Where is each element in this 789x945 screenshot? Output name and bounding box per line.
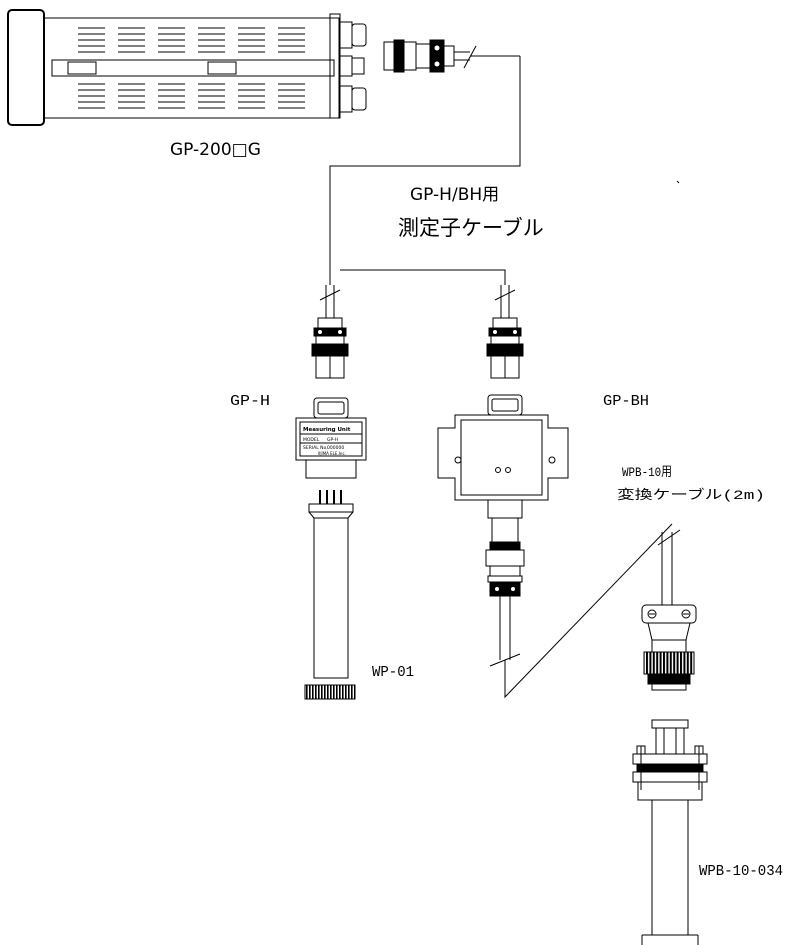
nameplate-row1-val: GP-H	[327, 437, 338, 443]
cable-break-mark-top	[463, 45, 477, 69]
controller-unit	[7, 9, 367, 126]
controller-vents-bottom	[78, 83, 305, 109]
gp-bh-output-connector	[485, 541, 525, 667]
rear-connector-mid	[351, 57, 365, 75]
cable-break-mark-h	[319, 289, 341, 301]
adapter-cable	[504, 523, 673, 699]
controller-rail	[51, 59, 335, 77]
main-cable	[329, 56, 521, 285]
cable-name-line1: GP-H/BH用	[410, 185, 499, 205]
controller-body	[43, 17, 340, 119]
rail-slot-right	[207, 61, 237, 75]
probe-wpb-10-034	[632, 719, 708, 945]
rear-connector-mid-collar	[339, 55, 353, 77]
rail-slot-left	[67, 61, 97, 75]
rear-connector-top	[351, 23, 367, 47]
unit-h-label: GP-H	[230, 393, 270, 410]
controller-model-label: GP-200□G	[170, 140, 261, 160]
controller-vents-top	[78, 27, 305, 53]
unit-bh-label: GP-BH	[603, 393, 649, 410]
measuring-unit-gp-bh	[437, 394, 569, 543]
probe-wpb-label: WPB-10-034	[699, 863, 783, 880]
measuring-unit-gp-h: Measuring Unit MODEL GP-H SERIAL No. 000…	[295, 397, 367, 504]
controller-bezel	[7, 9, 45, 126]
cable-connector-top	[383, 39, 520, 73]
probe-cap	[304, 684, 356, 700]
adapter-label-line2: 変換ケーブル(2m)	[617, 487, 765, 503]
gp-bh-housing	[437, 414, 569, 501]
plug-gp-h	[311, 285, 349, 379]
rear-connector-bottom	[351, 87, 367, 111]
gp-h-nameplate	[299, 421, 363, 457]
probe-wp-label: WP-01	[372, 664, 414, 681]
nameplate-maker: IIJIMA ELE.Inc.	[318, 451, 346, 456]
adapter-label-line1: WPB-10用	[622, 465, 672, 480]
rear-connector-top-collar	[339, 21, 353, 49]
cable-break-mark-bh	[494, 289, 516, 301]
plug-gp-bh	[486, 285, 524, 379]
nameplate-row2-val: 000000	[327, 445, 344, 451]
probe-wp-01	[304, 503, 356, 700]
branch-cable	[340, 269, 506, 285]
nameplate-row1-key: MODEL	[303, 437, 320, 443]
nameplate-title: Measuring Unit	[303, 427, 351, 433]
nameplate-row2-key: SERIAL No.	[303, 445, 328, 451]
cable-name-line2: 測定子ケーブル	[398, 216, 544, 240]
wpb-adapter-connector	[641, 529, 697, 691]
rear-connector-bottom-collar	[339, 85, 353, 113]
